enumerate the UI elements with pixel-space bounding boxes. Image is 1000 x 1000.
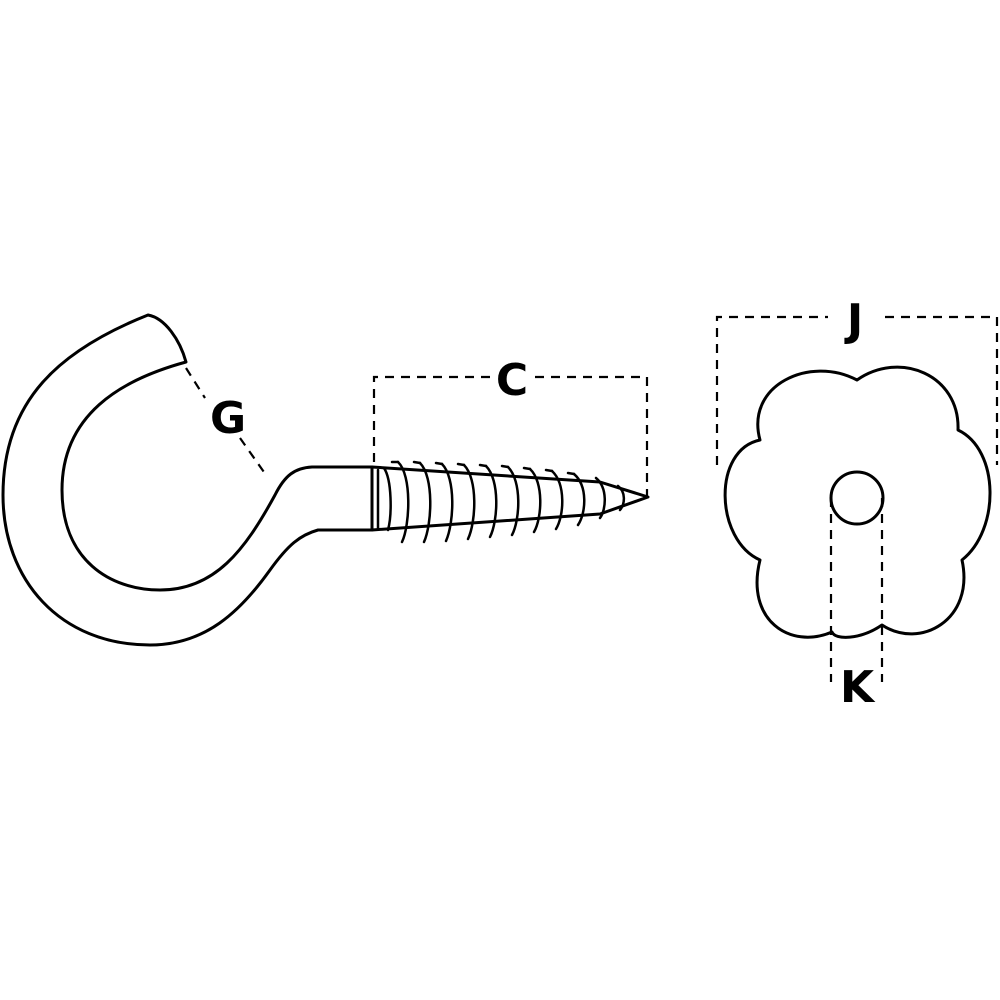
thread — [370, 460, 650, 544]
dimension-c-label: C — [496, 355, 528, 406]
dimension-k: K — [829, 498, 884, 713]
dimension-j-line-right — [885, 315, 999, 465]
thread-core — [370, 465, 650, 532]
dimension-c: C — [372, 355, 649, 497]
dimension-g-label: G — [210, 393, 246, 444]
dimension-k-label: K — [840, 662, 876, 713]
dimension-j: J — [715, 295, 999, 465]
dimension-g: G — [185, 367, 267, 476]
dimension-j-line-left — [715, 315, 828, 465]
hook-body — [1, 313, 374, 647]
dimension-c-line-left — [372, 375, 490, 462]
center-hole — [829, 470, 885, 526]
rosette-washer: J K — [715, 295, 999, 713]
dimension-g-line-top — [185, 367, 206, 399]
dimension-g-line-bottom — [239, 437, 267, 476]
screw-hook: G C — [1, 313, 650, 647]
dimension-j-label: J — [844, 295, 863, 346]
dimension-c-line-right — [535, 375, 649, 497]
